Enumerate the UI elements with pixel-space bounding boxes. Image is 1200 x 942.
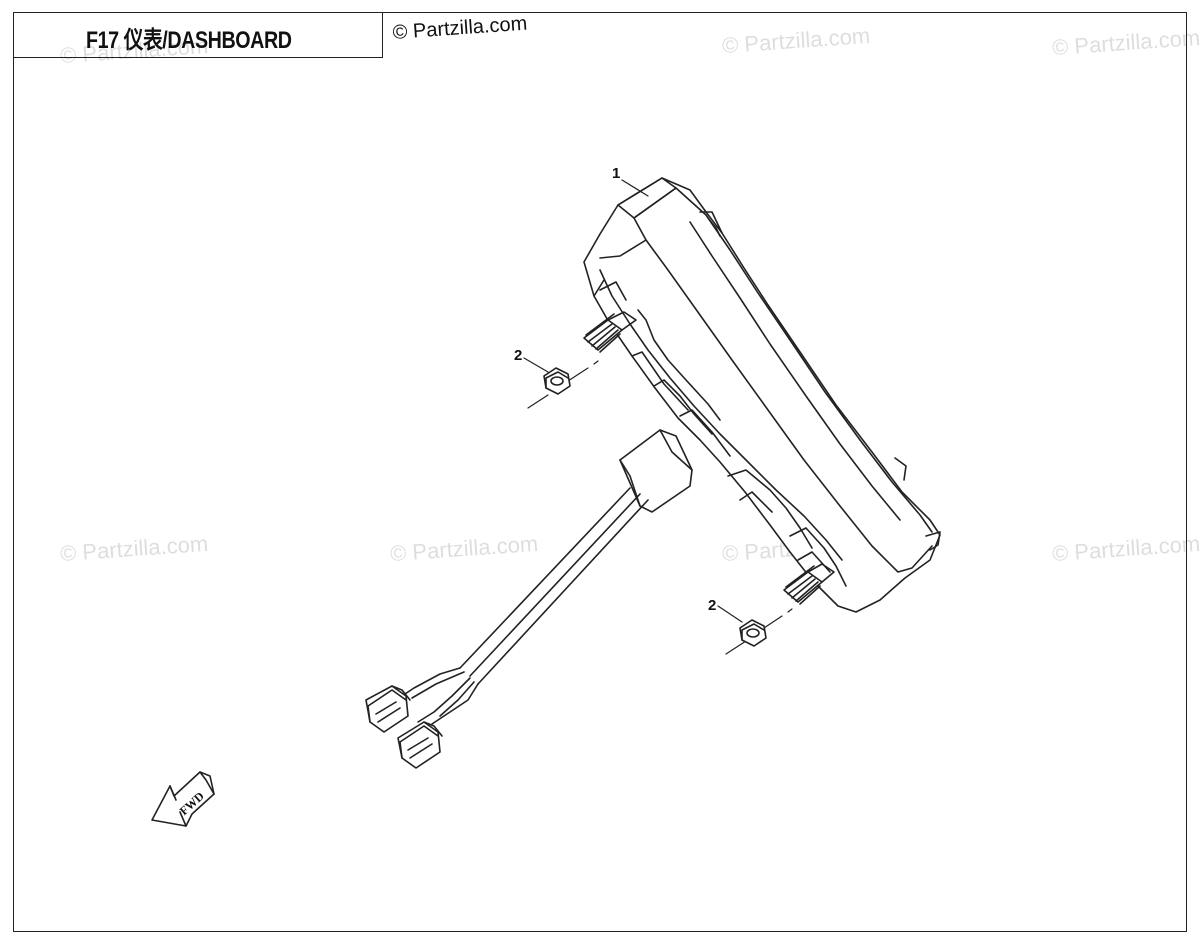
callout-2-upper: 2 (514, 347, 522, 364)
page-title: F17 仪表/DASHBOARD (86, 27, 292, 54)
upper-nut[interactable] (543, 367, 571, 395)
dashboard-part[interactable] (583, 177, 941, 613)
wiring-harness[interactable] (365, 429, 693, 769)
lower-nut[interactable] (739, 619, 767, 647)
drawing-frame (13, 12, 1187, 932)
upper-stud-bolt[interactable] (583, 311, 637, 353)
callout-1: 1 (612, 165, 620, 182)
title-box (13, 12, 383, 58)
lower-stud-bolt[interactable] (783, 563, 835, 605)
callout-2-lower: 2 (708, 597, 716, 614)
fwd-direction-arrow (151, 771, 215, 827)
